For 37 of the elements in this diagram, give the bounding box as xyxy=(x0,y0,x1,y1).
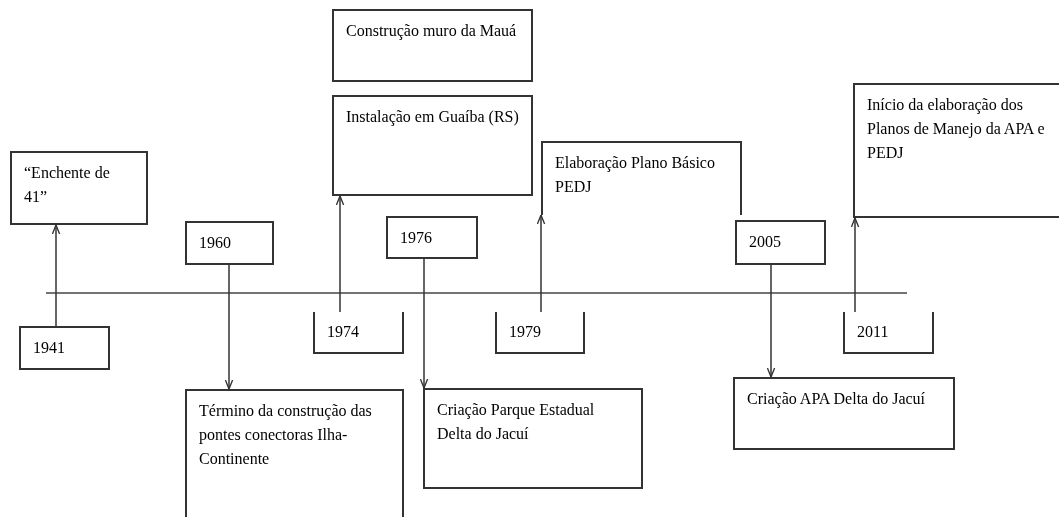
event-box xyxy=(313,312,404,354)
event-text: 1960 xyxy=(199,233,232,253)
event-text: 1976 xyxy=(400,228,433,248)
arrow xyxy=(536,214,546,313)
event-box xyxy=(495,312,585,354)
arrow xyxy=(335,195,345,313)
event-text: 2005 xyxy=(749,232,782,252)
event-box xyxy=(185,221,274,265)
event-box xyxy=(843,312,934,354)
event-box xyxy=(332,95,533,196)
event-text: Término da construção das pontes conectoras Ilha-Continente xyxy=(199,401,373,469)
arrow xyxy=(850,217,860,313)
event-box xyxy=(735,220,826,265)
event-text: Início da elaboração dos Planos de Manejo da APA e PEDJ xyxy=(867,95,1046,163)
event-text: 2011 xyxy=(857,322,890,342)
event-box xyxy=(423,388,643,489)
event-text: Criação Parque Estadual Delta do Jacuí xyxy=(437,400,596,444)
arrow xyxy=(224,264,234,390)
event-text: “Enchente de 41” xyxy=(24,163,111,207)
event-text: Elaboração Plano Básico PEDJ xyxy=(555,153,716,197)
event-box xyxy=(733,377,955,450)
event-text: 1979 xyxy=(509,322,542,342)
event-text: Criação APA Delta do Jacuí xyxy=(747,389,927,410)
arrow xyxy=(766,264,776,378)
event-text: 1941 xyxy=(33,338,66,358)
arrow xyxy=(51,224,61,327)
arrow xyxy=(419,258,429,389)
event-box xyxy=(19,326,110,370)
event-box xyxy=(541,141,742,215)
event-box xyxy=(10,151,148,225)
event-text: Instalação em Guaíba (RS) xyxy=(346,107,519,128)
event-text: Construção muro da Mauá xyxy=(346,21,518,42)
event-box xyxy=(853,83,1059,218)
event-text: 1974 xyxy=(327,322,360,342)
event-box xyxy=(386,216,478,259)
event-box xyxy=(332,9,533,82)
event-box xyxy=(185,389,404,517)
